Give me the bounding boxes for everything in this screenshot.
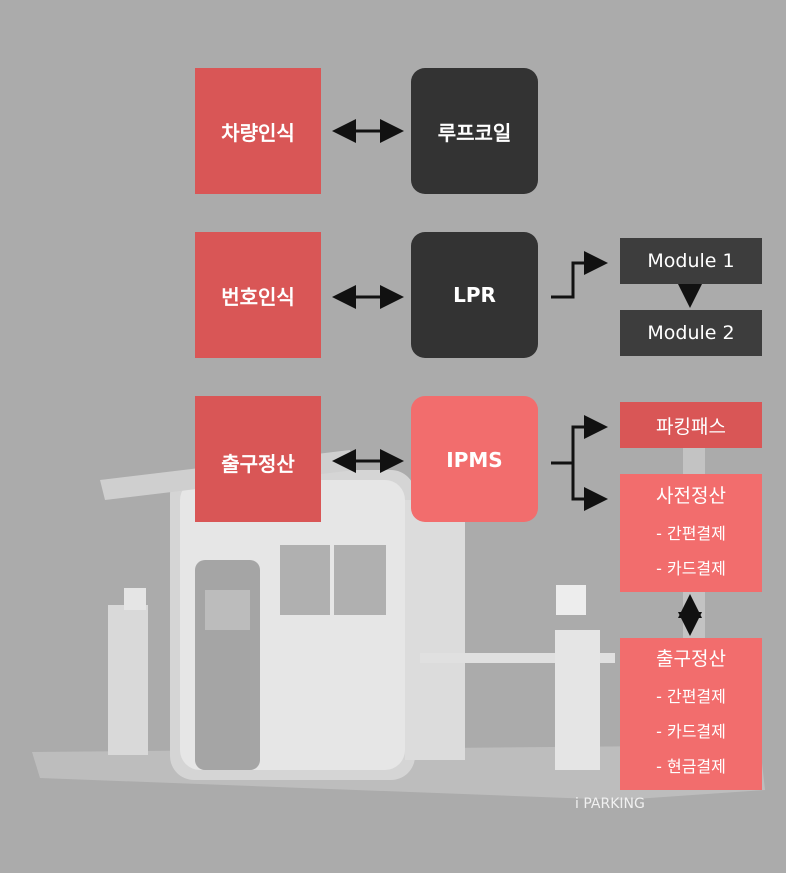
left-gate <box>108 605 148 755</box>
prepay-item: - 카드결제 <box>656 558 726 578</box>
barrier-arm <box>420 653 615 663</box>
arrow-ipms-parkingpass <box>571 415 608 463</box>
window <box>334 545 386 615</box>
lpr-box: LPR <box>411 232 538 358</box>
parking-pass-box: 파킹패스 <box>620 402 762 448</box>
box-label: LPR <box>453 283 496 307</box>
module-label: Module 2 <box>647 322 735 344</box>
prepay-item: - 간편결제 <box>656 523 726 543</box>
module-2-box: Module 2 <box>620 310 762 356</box>
exit-payment-box: 출구정산 <box>195 396 321 522</box>
arrow-lpr-module <box>551 251 608 299</box>
box-label: IPMS <box>446 448 503 472</box>
exit-pay-item: - 카드결제 <box>656 722 726 741</box>
exit-pay-box: 출구정산 - 간편결제 - 카드결제 - 현금결제 <box>620 638 762 790</box>
box-label: 루프코일 <box>437 120 512 145</box>
box-label: 출구정산 <box>221 452 295 476</box>
box-label: 번호인식 <box>221 284 295 309</box>
prepay-title: 사전정산 <box>656 484 726 507</box>
arrow-ipms-prepay <box>571 463 608 511</box>
parking-pass-label: 파킹패스 <box>656 415 726 438</box>
exit-pay-item: - 현금결제 <box>656 757 726 776</box>
module-1-box: Module 1 <box>620 238 762 284</box>
exit-pay-item: - 간편결제 <box>656 687 726 706</box>
right-gate <box>555 630 600 770</box>
prepay-box: 사전정산 - 간편결제 - 카드결제 <box>620 474 762 592</box>
box-label: 차량인식 <box>221 120 295 145</box>
brand-label: i PARKING <box>575 796 645 812</box>
ipms-box: IPMS <box>411 396 538 522</box>
exit-pay-title: 출구정산 <box>656 648 726 670</box>
plate-recognition-box: 번호인식 <box>195 232 321 358</box>
module-label: Module 1 <box>647 250 735 272</box>
loop-coil-box: 루프코일 <box>411 68 538 194</box>
vehicle-recognition-box: 차량인식 <box>195 68 321 194</box>
window <box>280 545 330 615</box>
